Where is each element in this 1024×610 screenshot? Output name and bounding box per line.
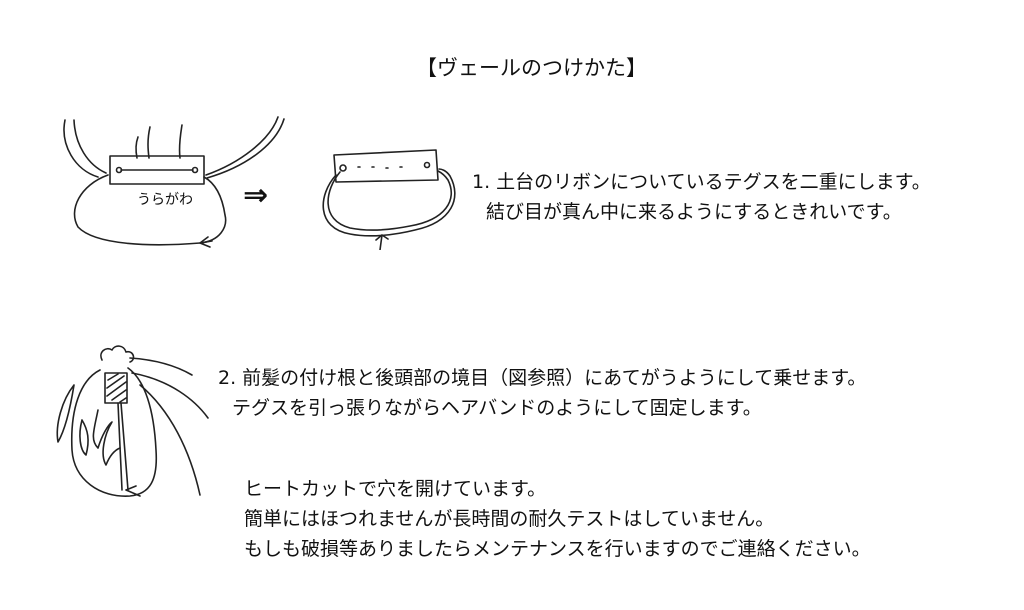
sketch-veil-backside xyxy=(63,116,285,248)
page-title: 【ヴェールのつけかた】 xyxy=(416,56,647,80)
notes-line-2: 簡単にはほつれませんが長時間の耐久テストはしていません。 xyxy=(244,508,775,530)
step-2-text: 2. 前髪の付け根と後頭部の境目（図参照）にあてがうようにして乗せます。 テグス… xyxy=(218,363,866,423)
notes-line-1: ヒートカットで穴を開けています。 xyxy=(244,478,547,500)
backside-label: うらがわ xyxy=(137,192,193,208)
sketch-doubled-string xyxy=(322,149,456,250)
notes-text: ヒートカットで穴を開けています。 簡単にはほつれませんが長時間の耐久テストはして… xyxy=(244,474,871,564)
step-1-text: 1. 土台のリボンについているテグスを二重にします。 結び目が真ん中に来るように… xyxy=(472,167,931,227)
step-1-line-1: 1. 土台のリボンについているテグスを二重にします。 xyxy=(472,171,931,193)
step-1-line-2: 結び目が真ん中に来るようにするときれいです。 xyxy=(486,201,902,223)
sketch-head-placement xyxy=(56,345,209,497)
step-2-line-1: 2. 前髪の付け根と後頭部の境目（図参照）にあてがうようにして乗せます。 xyxy=(218,367,867,389)
step-2-line-2: テグスを引っ張りながらヘアバンドのようにして固定します。 xyxy=(232,397,762,419)
arrow-icon: ⇒ xyxy=(243,178,269,213)
notes-line-3: もしも破損等ありましたらメンテナンスを行いますのでご連絡ください。 xyxy=(244,538,871,560)
